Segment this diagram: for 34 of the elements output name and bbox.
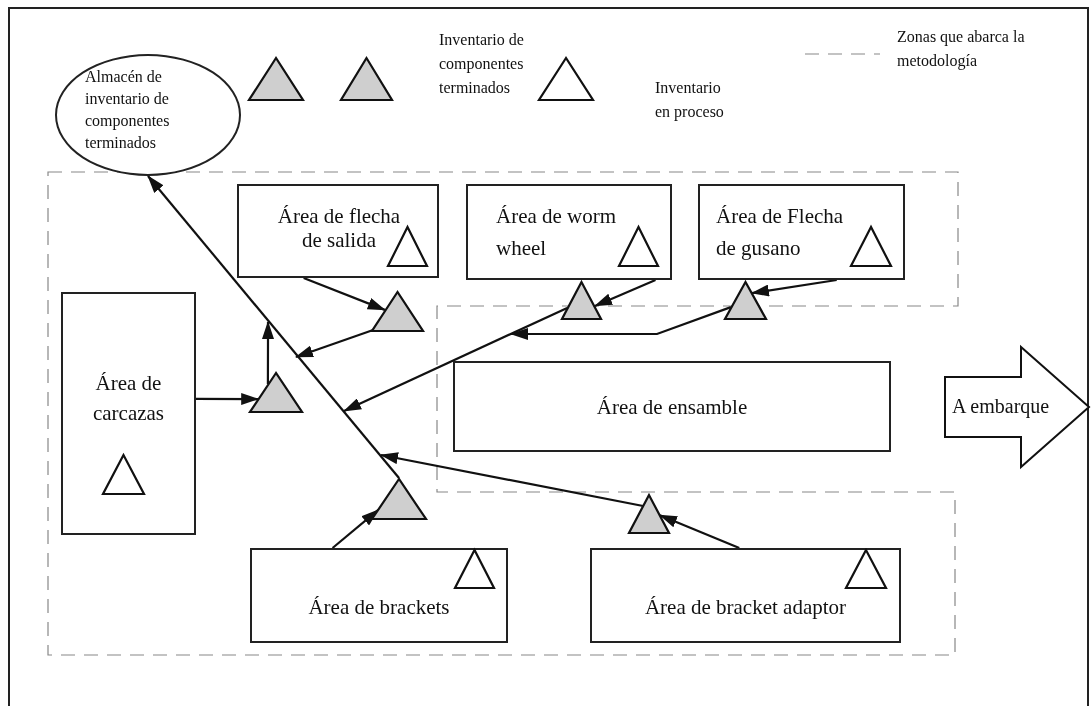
legend-label: Inventario en proceso <box>655 78 725 123</box>
arrow <box>594 279 656 307</box>
shaded-triangle <box>371 478 427 520</box>
arrow <box>262 321 274 384</box>
area-label: Área de flecha de salida <box>276 204 402 252</box>
area-label: Área de ensamble <box>595 394 749 420</box>
area-label: Área de brackets <box>307 594 451 620</box>
area-label: Área de bracket adaptor <box>643 594 848 620</box>
process-box <box>250 548 508 643</box>
arrow <box>147 175 400 479</box>
process-box <box>453 361 891 452</box>
block-arrow <box>944 346 1090 468</box>
legend-label: Inventario de componentes terminados <box>439 30 525 98</box>
shaded-triangle <box>724 281 767 320</box>
area-label: Área de worm wheel <box>496 203 618 262</box>
process-box <box>698 184 905 280</box>
area-label: A embarque <box>952 394 1051 419</box>
arrow <box>510 306 732 340</box>
process-box <box>237 184 439 278</box>
process-box <box>590 548 901 643</box>
shaded-triangle <box>561 281 602 320</box>
arrow <box>380 452 644 508</box>
area-label: Área de carcazas <box>91 370 166 427</box>
area-label: Almacén de inventario de componentes terminados <box>85 67 171 153</box>
area-label: Área de Flecha de gusano <box>716 203 845 262</box>
process-box <box>61 292 196 535</box>
arrow <box>295 328 374 359</box>
arrow <box>303 276 386 311</box>
legend-label: Zonas que abarca la metodología <box>897 27 1025 72</box>
shaded-triangle <box>371 291 424 332</box>
shaded-triangle <box>249 372 303 413</box>
shaded-triangle <box>628 494 670 534</box>
arrow <box>343 306 568 412</box>
process-box <box>466 184 672 280</box>
